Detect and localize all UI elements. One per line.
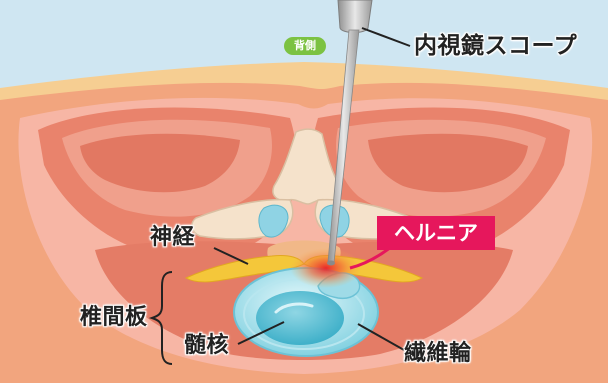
hernia-label: ヘルニア [377,216,495,250]
back-side-badge: 背側 [284,37,326,55]
endoscope-label: 内視鏡スコープ [414,34,577,58]
nerve-label: 神経 [150,226,195,250]
nucleus-pulposus [256,291,344,345]
disc-label: 椎間板 [80,306,148,330]
annulus-label: 繊維輪 [404,342,472,366]
nucleus-label: 髄核 [184,334,229,358]
